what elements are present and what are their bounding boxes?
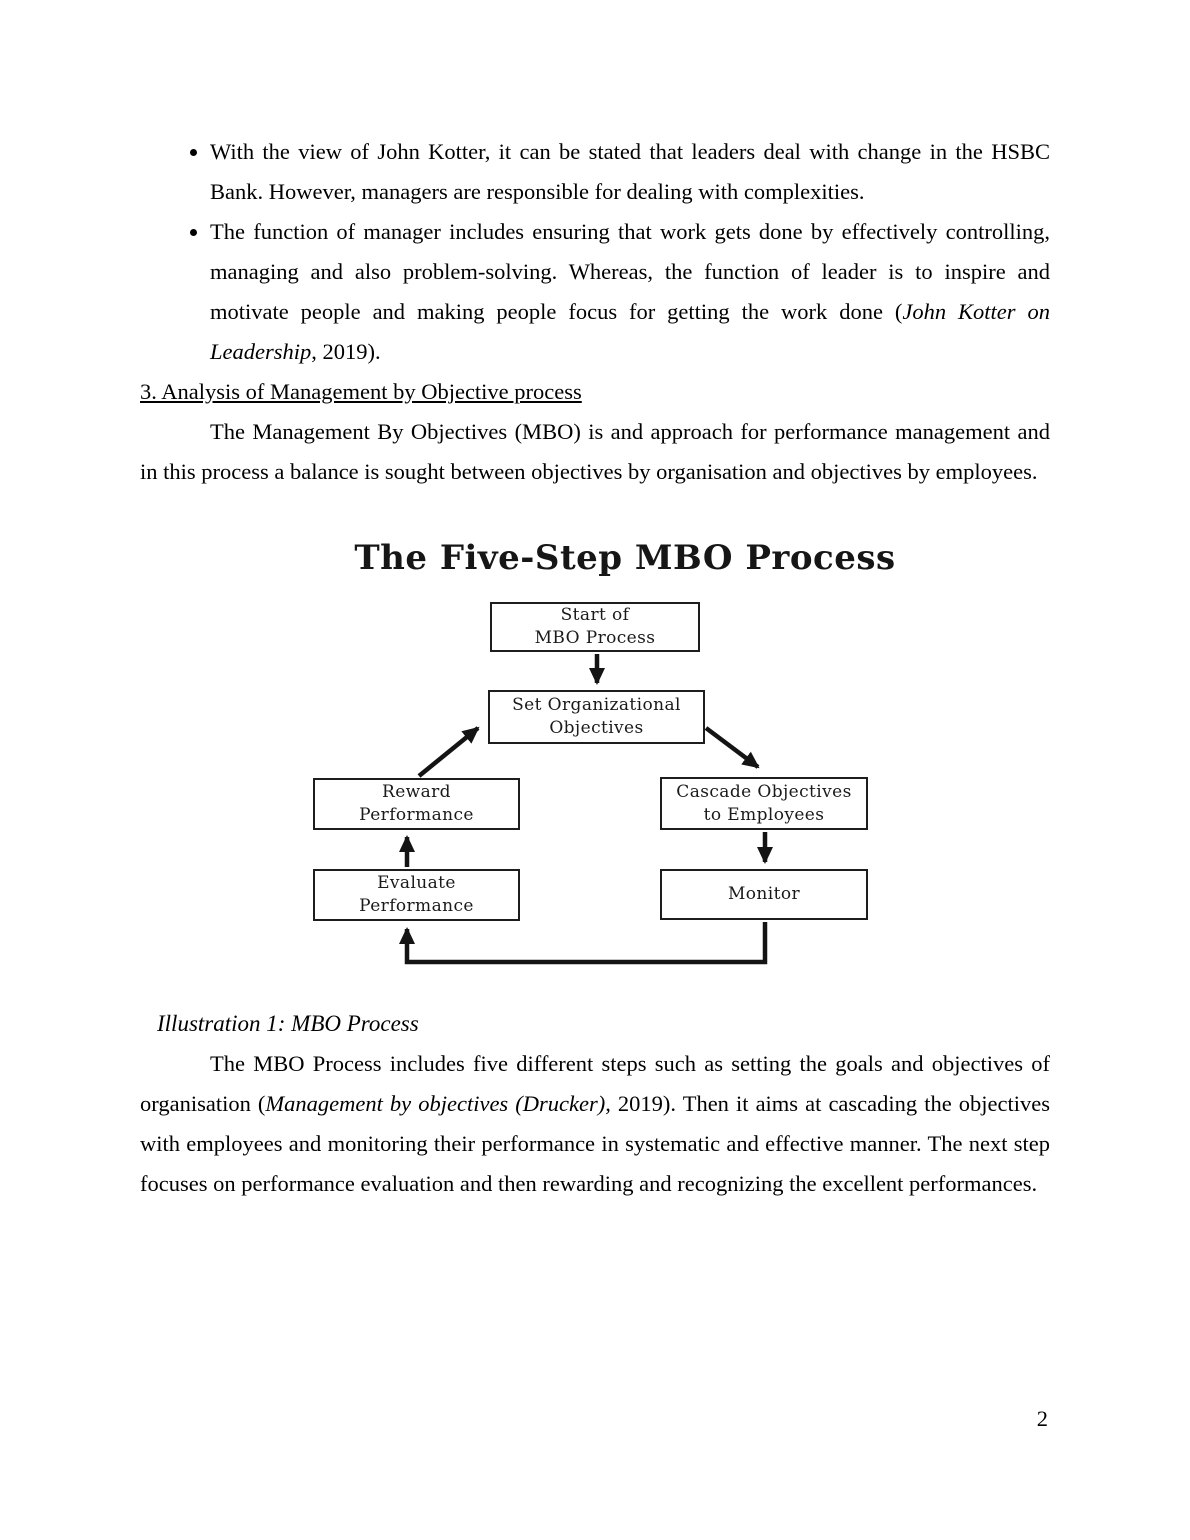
section-heading: 3. Analysis of Management by Objective p… <box>140 379 582 404</box>
flow-box-label: Evaluate Performance <box>359 873 474 916</box>
citation-italic: Management by objectives (Drucker), <box>265 1091 611 1116</box>
bullet-list: With the view of John Kotter, it can be … <box>140 132 1050 372</box>
flow-box-evaluate-performance: Evaluate Performance <box>313 869 520 921</box>
bullet-text: With the view of John Kotter, it can be … <box>210 139 1050 204</box>
flow-box-label: Set Organizational Objectives <box>512 695 681 738</box>
flow-box-set-objectives: Set Organizational Objectives <box>488 690 705 744</box>
paragraph-text: The MBO Process includes five different … <box>140 1051 1050 1116</box>
flow-box-reward-performance: Reward Performance <box>313 778 520 830</box>
diagram-title: The Five-Step MBO Process <box>354 538 896 578</box>
bullet-item-kotter-view: With the view of John Kotter, it can be … <box>210 132 1050 212</box>
illustration-caption: Illustration 1: MBO Process <box>157 1004 419 1031</box>
arrow-reward-to-set <box>417 726 480 778</box>
page-content: With the view of John Kotter, it can be … <box>0 0 1190 1204</box>
paragraph-mbo-intro: The Management By Objectives (MBO) is an… <box>140 419 1050 484</box>
flow-box-label: Monitor <box>727 884 801 905</box>
flow-box-label: Cascade Objectives to Employees <box>676 781 852 825</box>
page-number: 2 <box>1036 1406 1048 1431</box>
illustration-caption-text: Illustration 1: MBO Process <box>157 1011 419 1031</box>
arrow-set-to-cascade <box>704 726 760 769</box>
citation-italic: John Kotter on Leadership <box>210 299 1050 364</box>
mbo-process-diagram: The Five-Step MBO Process <box>140 538 1050 972</box>
paragraph-mbo-steps: The MBO Process includes five different … <box>140 1044 1050 1204</box>
flow-box-label: Reward Performance <box>359 782 474 825</box>
bullet-item-manager-function: The function of manager includes ensurin… <box>210 212 1050 372</box>
arrow-monitor-to-evaluate <box>399 922 768 965</box>
paragraph-text: 2019). Then it aims at cascading the obj… <box>140 1091 1050 1196</box>
bullet-text: The function of manager includes ensurin… <box>210 219 1050 324</box>
flow-box-cascade-objectives: Cascade Objectives to Employees <box>660 777 868 830</box>
flow-box-label: Start of MBO Process <box>534 605 656 648</box>
bullet-text: , 2019). <box>311 339 381 364</box>
flow-box-monitor: Monitor <box>660 869 868 920</box>
flow-box-start: Start of MBO Process <box>490 602 700 652</box>
